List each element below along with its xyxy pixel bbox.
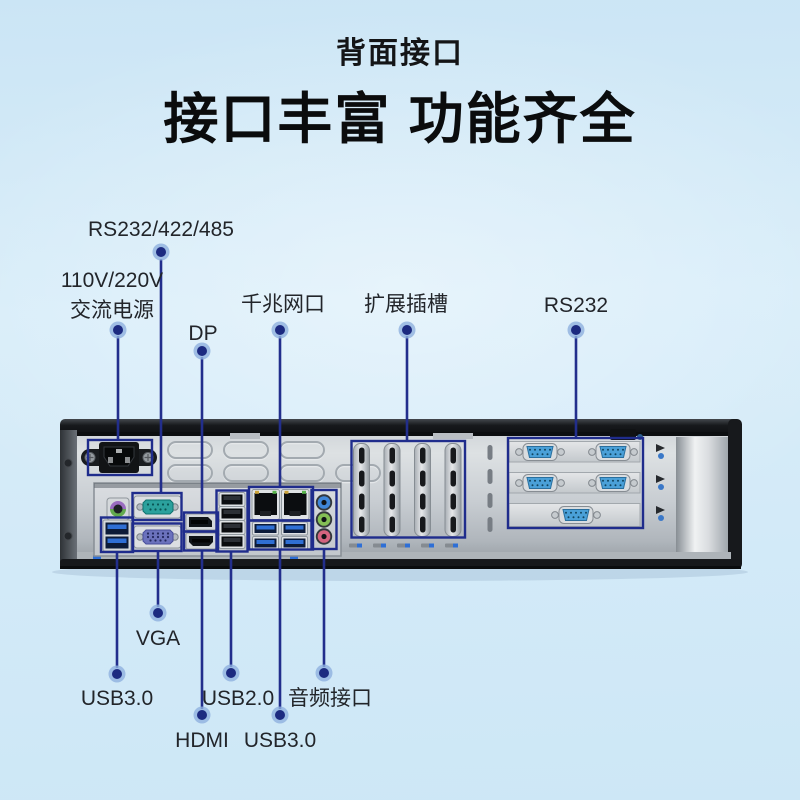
chassis-right-edge xyxy=(728,419,742,569)
callout-dot xyxy=(193,342,211,360)
callout-label-audio: 音频接口 xyxy=(288,687,372,710)
callout-dot xyxy=(315,664,333,682)
rs232-db9-port xyxy=(588,474,638,492)
ethernet-ports xyxy=(251,489,310,520)
chassis-left-edge xyxy=(60,430,77,562)
audio-jacks xyxy=(315,494,333,545)
callout-dot xyxy=(271,321,289,339)
callout-label-usb3-right: USB3.0 xyxy=(243,729,317,752)
rs232-db9-port xyxy=(515,443,565,461)
chassis-end-panel xyxy=(676,437,730,556)
vga-port xyxy=(133,525,182,549)
serial-db9-port xyxy=(133,495,182,519)
annotation-box-audio xyxy=(310,488,338,551)
expansion-slot-covers xyxy=(349,443,493,548)
callout-dot xyxy=(149,604,167,622)
empty-slot-vents xyxy=(487,445,493,532)
callout-dot xyxy=(222,664,240,682)
usb3-dual-ports xyxy=(102,519,132,552)
callout-label-usb2: USB2.0 xyxy=(201,687,275,710)
callout-label-dp: DP xyxy=(188,322,218,345)
rs232-db9-port xyxy=(588,443,638,461)
ac-power-inlet xyxy=(81,442,157,473)
annotation-box-hdmi xyxy=(182,530,220,552)
annotation-box-usb2 xyxy=(215,489,249,553)
callout-dot xyxy=(193,706,211,724)
callout-label-rs232: RS232 xyxy=(543,294,609,317)
callout-label-ac-power: 110V/220V 交流电源 xyxy=(60,269,164,322)
callout-dots xyxy=(108,243,585,724)
callout-dot xyxy=(152,243,170,261)
hdmi-port xyxy=(185,532,217,550)
annotation-box-rs232 xyxy=(506,436,645,530)
ps2-port xyxy=(106,497,130,521)
callout-annotations xyxy=(115,259,578,709)
callout-label-rs232-422-485: RS232/422/485 xyxy=(88,218,234,241)
callout-dot xyxy=(109,321,127,339)
annotation-box-usb3-dual xyxy=(99,516,135,554)
callout-label-usb3-left: USB3.0 xyxy=(80,687,154,710)
page-title: 接口丰富 功能齐全 xyxy=(163,88,637,150)
annotation-box-serial xyxy=(131,491,183,522)
usb2-ports xyxy=(218,492,246,549)
callout-label-expansion: 扩展插槽 xyxy=(364,293,448,316)
page-subtitle: 背面接口 xyxy=(336,37,464,70)
callout-dot xyxy=(108,665,126,683)
chassis-top-rail xyxy=(60,419,741,435)
callout-label-vga: VGA xyxy=(135,627,181,650)
annotation-box-usb3-quad xyxy=(247,519,315,551)
callout-dot xyxy=(271,706,289,724)
callout-label-hdmi: HDMI xyxy=(175,729,229,752)
annotation-box-power xyxy=(86,438,154,477)
callout-label-gigabit-lan: 千兆网口 xyxy=(241,293,325,316)
dp-port xyxy=(185,513,217,531)
callout-dot xyxy=(567,321,585,339)
annotation-box-expansion xyxy=(350,439,467,539)
bracket-clamps xyxy=(656,444,665,521)
usb3-quad-ports xyxy=(252,521,308,550)
rs232-db9-port xyxy=(551,506,601,524)
rs232-db9-port xyxy=(515,474,565,492)
chassis xyxy=(52,419,748,581)
slot-screw-row xyxy=(349,543,458,548)
rs232-db9-cluster xyxy=(508,441,665,527)
callout-dot xyxy=(398,321,416,339)
annotation-boxes xyxy=(86,436,645,554)
